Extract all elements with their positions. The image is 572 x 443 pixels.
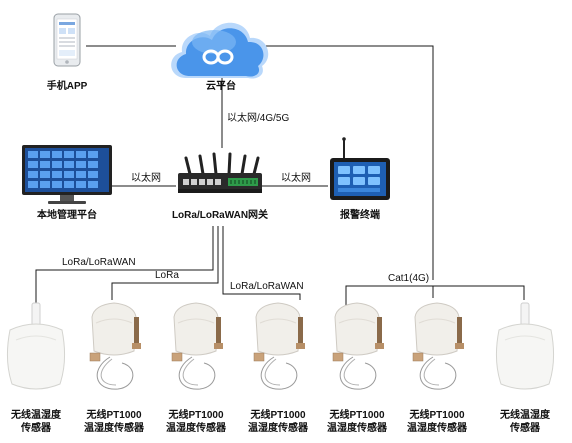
lorawan-left-line xyxy=(35,226,214,305)
humidity-sensor-icon xyxy=(6,302,66,390)
sensor-label-line1: 无线温湿度 xyxy=(11,410,61,421)
sensor-label-line1: 无线温湿度 xyxy=(500,410,550,421)
sensor-label: 无线PT1000 温湿度传感器 xyxy=(156,409,236,435)
pt1000-sensor-icon xyxy=(332,302,384,390)
local-platform-label: 本地管理平台 xyxy=(37,210,97,221)
sensor-label: 无线温湿度传感器 xyxy=(0,409,76,435)
sensor-label-line2: 传感器 xyxy=(510,423,540,434)
sensor-label-line1: 无线PT1000 xyxy=(329,410,385,421)
sensor-label-line1: 无线PT1000 xyxy=(409,410,465,421)
gateway-cloud-link-label: 以太网/4G/5G xyxy=(227,113,290,124)
sensor-label: 无线PT1000 温湿度传感器 xyxy=(74,409,154,435)
lora-mid-line xyxy=(111,226,219,300)
cloud-icon xyxy=(171,22,269,79)
humidity-sensor-icon xyxy=(495,302,555,390)
sensor-label: 无线PT1000 温湿度传感器 xyxy=(397,409,477,435)
lorawan-right-link-label: LoRa/LoRaWAN xyxy=(230,281,304,292)
sensor-label: 无线PT1000 温湿度传感器 xyxy=(238,409,318,435)
sensor-label-line2: 传感器 xyxy=(21,423,51,434)
monitor-icon xyxy=(22,145,112,204)
lorawan-right-line xyxy=(222,226,301,300)
sensor-label-line2: 温湿度传感器 xyxy=(407,423,467,434)
sensor-label-line1: 无线PT1000 xyxy=(250,410,306,421)
connection-lines xyxy=(35,45,525,305)
sensor-label-line1: 无线PT1000 xyxy=(86,410,142,421)
cat1-branch-line xyxy=(345,285,525,305)
sensor-label-line2: 温湿度传感器 xyxy=(166,423,226,434)
sensor-label-line2: 温湿度传感器 xyxy=(84,423,144,434)
pt1000-sensor-icon xyxy=(253,302,305,390)
sensor-label: 无线PT1000 温湿度传感器 xyxy=(317,409,397,435)
sensor-layer xyxy=(6,302,555,390)
pt1000-sensor-icon xyxy=(412,302,464,390)
alarm-terminal-icon xyxy=(330,137,390,200)
cloud-cat1-line xyxy=(262,45,434,280)
pt1000-sensor-icon xyxy=(171,302,223,390)
alarm-label: 报警终端 xyxy=(340,210,380,221)
gateway-alarm-link-label: 以太网 xyxy=(281,173,311,184)
sensor-label-line2: 温湿度传感器 xyxy=(327,423,387,434)
phone-icon xyxy=(53,13,81,67)
gateway-label: LoRa/LoRaWAN网关 xyxy=(171,210,269,221)
sensor-label-line1: 无线PT1000 xyxy=(168,410,224,421)
phone-label: 手机APP xyxy=(46,81,88,92)
sensor-label: 无线温湿度传感器 xyxy=(485,409,565,435)
sensor-label-line2: 温湿度传感器 xyxy=(248,423,308,434)
gateway-icon xyxy=(178,152,262,193)
pt1000-sensor-icon xyxy=(89,302,141,390)
local-gateway-link-label: 以太网 xyxy=(131,173,161,184)
lorawan-left-link-label: LoRa/LoRaWAN xyxy=(62,257,136,268)
lora-mid-link-label: LoRa xyxy=(155,270,179,281)
cat1-link-label: Cat1(4G) xyxy=(388,273,430,284)
cloud-link-symbol-icon xyxy=(202,49,234,65)
cloud-label: 云平台 xyxy=(206,81,236,92)
